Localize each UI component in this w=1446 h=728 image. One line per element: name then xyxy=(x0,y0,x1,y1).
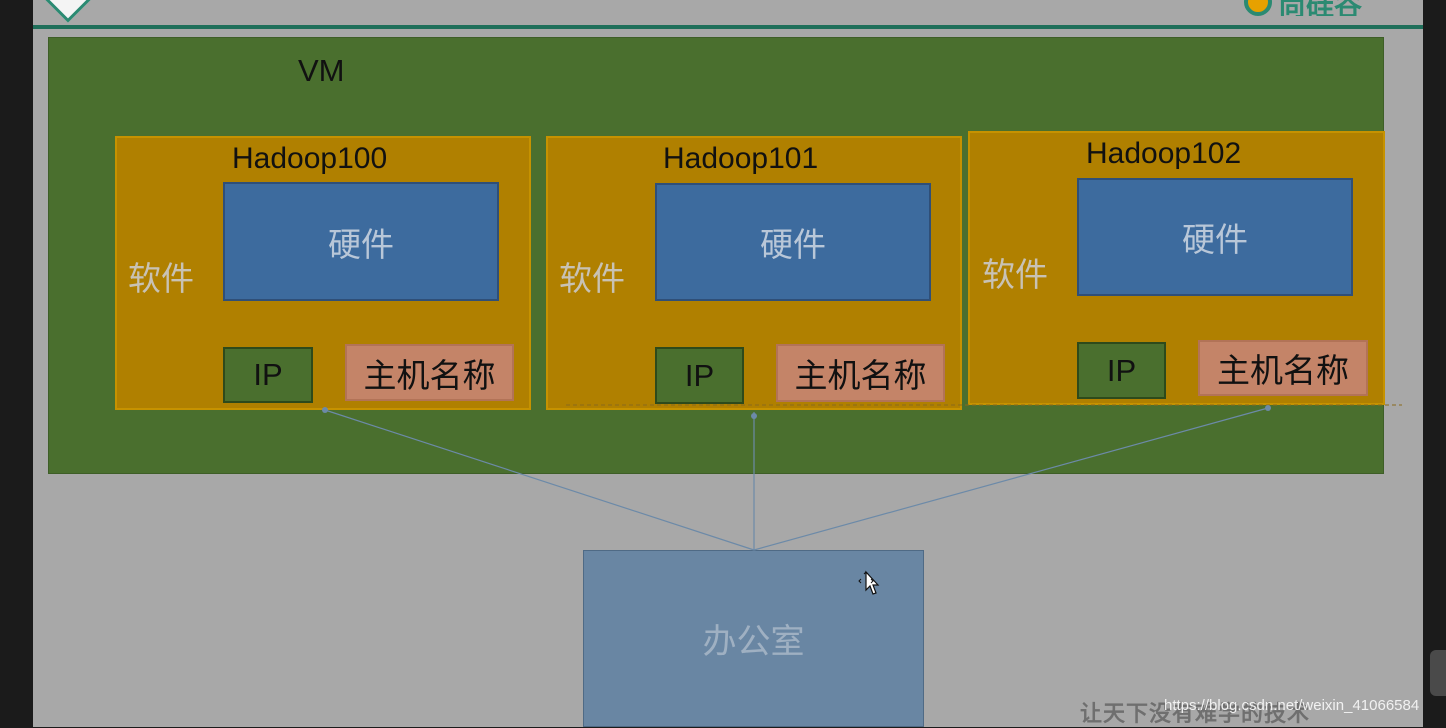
brand-logo-text: 尚硅谷 xyxy=(1278,0,1363,16)
host-title: Hadoop101 xyxy=(663,142,819,175)
move-cursor-icon xyxy=(858,570,880,595)
header-rule xyxy=(33,25,1423,29)
host-title: Hadoop100 xyxy=(232,142,388,175)
side-scroll-handle[interactable] xyxy=(1430,650,1446,696)
software-label: 软件 xyxy=(559,260,625,297)
ip-box: IP xyxy=(655,347,744,404)
brand-logo-icon: 尚硅谷 xyxy=(1244,0,1394,16)
watermark-url: https://blog.csdn.net/weixin_41066584 xyxy=(1164,697,1420,714)
ip-box: IP xyxy=(223,347,313,403)
hardware-box: 硬件 xyxy=(655,183,931,301)
brand-ring-icon xyxy=(1244,0,1272,16)
hostname-box: 主机名称 xyxy=(345,344,514,401)
watermark-text: 让天下没有难学的技术 xyxy=(1080,701,1311,727)
software-label: 软件 xyxy=(128,260,194,297)
office-box: 办公室 xyxy=(583,550,924,727)
hardware-box: 硬件 xyxy=(223,182,499,301)
ip-box: IP xyxy=(1077,342,1166,399)
hostname-box: 主机名称 xyxy=(776,344,945,402)
vm-label: VM xyxy=(298,53,345,88)
hardware-box: 硬件 xyxy=(1077,178,1353,296)
host-title: Hadoop102 xyxy=(1086,137,1242,170)
hostname-box: 主机名称 xyxy=(1198,340,1368,396)
software-label: 软件 xyxy=(982,256,1048,293)
